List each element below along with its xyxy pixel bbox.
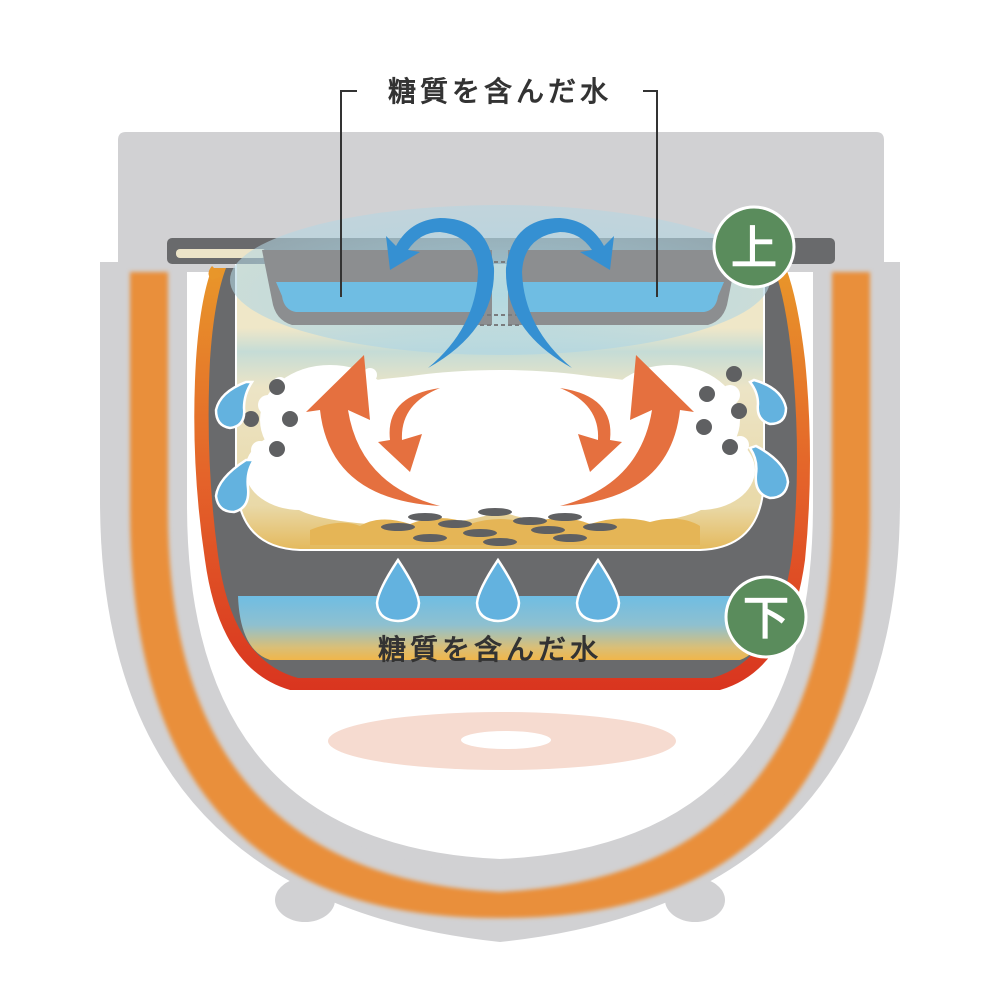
steam-arrow-left-icon — [386, 218, 495, 368]
rice-grains — [245, 365, 755, 525]
heat-arrow-right-outer-icon — [560, 355, 694, 506]
badge-upper: 上 — [712, 205, 796, 289]
bottom-water-layer — [238, 596, 770, 660]
sugar-dots-left — [243, 379, 298, 457]
badge-upper-label: 上 — [731, 221, 777, 275]
heat-arrows — [306, 355, 694, 506]
bottom-water-drops — [375, 557, 621, 623]
upper-water-trays — [262, 250, 738, 326]
water-drop-icon — [575, 557, 621, 623]
heat-arrow-right-inner-icon — [560, 388, 622, 472]
bottom-water-label: 糖質を含んだ水 — [378, 633, 602, 666]
steam-arrows — [386, 218, 614, 368]
starch-particles — [381, 508, 617, 546]
badge-lower-label: 下 — [743, 591, 789, 645]
bottom-heating-plate — [328, 712, 676, 770]
sugar-dots-right — [696, 366, 747, 455]
heat-arrow-left-outer-icon — [306, 355, 440, 506]
water-drop-icon — [748, 444, 790, 500]
water-drop-icon — [475, 557, 521, 623]
steam-arrow-right-icon — [505, 218, 614, 368]
water-drop-icon — [375, 557, 421, 623]
top-water-label: 糖質を含んだ水 — [388, 75, 612, 108]
top-water-callout: 糖質を含んだ水 — [340, 75, 658, 297]
water-drop-icon — [214, 380, 255, 430]
badge-lower: 下 — [724, 575, 808, 659]
water-drop-icon — [748, 378, 788, 426]
side-water-drops — [214, 378, 790, 514]
water-drop-icon — [214, 458, 257, 514]
heat-arrow-left-inner-icon — [378, 388, 440, 472]
